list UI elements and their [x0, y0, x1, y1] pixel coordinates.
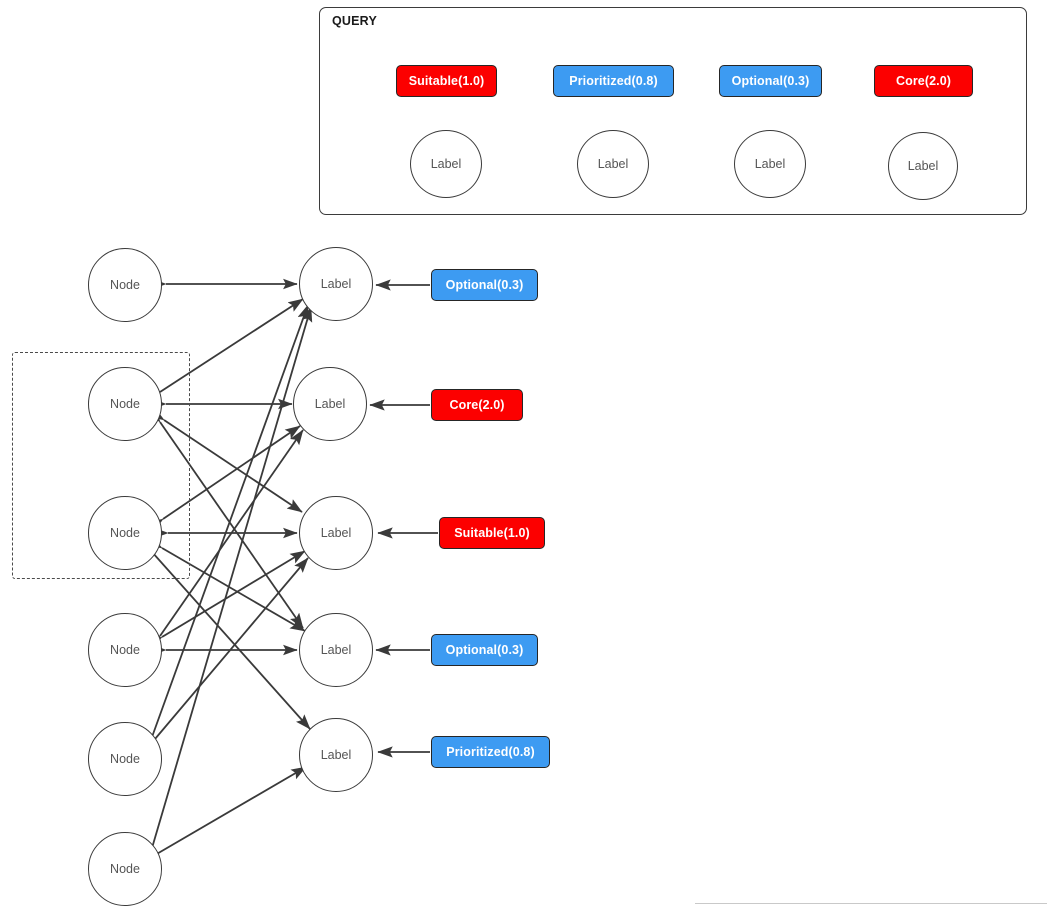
- query-panel-title: QUERY: [332, 14, 377, 28]
- cross-edges: [138, 298, 313, 868]
- query-label-node-1[interactable]: Label: [410, 130, 482, 198]
- graph-badge-optional-1[interactable]: Optional(0.3): [431, 269, 538, 301]
- graph-badge-optional-2[interactable]: Optional(0.3): [431, 634, 538, 666]
- query-badge-optional[interactable]: Optional(0.3): [719, 65, 822, 97]
- graph-badge-suitable[interactable]: Suitable(1.0): [439, 517, 545, 549]
- graph-badge-prioritized[interactable]: Prioritized(0.8): [431, 736, 550, 768]
- graph-node-1[interactable]: Node: [88, 248, 162, 322]
- graph-label-2[interactable]: Label: [293, 367, 367, 441]
- graph-label-4[interactable]: Label: [299, 613, 373, 687]
- query-label-node-4[interactable]: Label: [888, 132, 958, 200]
- bottom-divider: [695, 903, 1047, 904]
- badge-to-label-edges: [369, 279, 438, 758]
- graph-badge-core[interactable]: Core(2.0): [431, 389, 523, 421]
- graph-label-5[interactable]: Label: [299, 718, 373, 792]
- query-badge-prioritized[interactable]: Prioritized(0.8): [553, 65, 674, 97]
- graph-node-6[interactable]: Node: [88, 832, 162, 906]
- query-label-node-2[interactable]: Label: [577, 130, 649, 198]
- selection-box: [12, 352, 190, 579]
- graph-node-2[interactable]: Node: [88, 367, 162, 441]
- query-badge-suitable[interactable]: Suitable(1.0): [396, 65, 497, 97]
- graph-node-3[interactable]: Node: [88, 496, 162, 570]
- query-label-node-3[interactable]: Label: [734, 130, 806, 198]
- graph-node-4[interactable]: Node: [88, 613, 162, 687]
- graph-node-5[interactable]: Node: [88, 722, 162, 796]
- query-badge-core[interactable]: Core(2.0): [874, 65, 973, 97]
- graph-label-3[interactable]: Label: [299, 496, 373, 570]
- graph-label-1[interactable]: Label: [299, 247, 373, 321]
